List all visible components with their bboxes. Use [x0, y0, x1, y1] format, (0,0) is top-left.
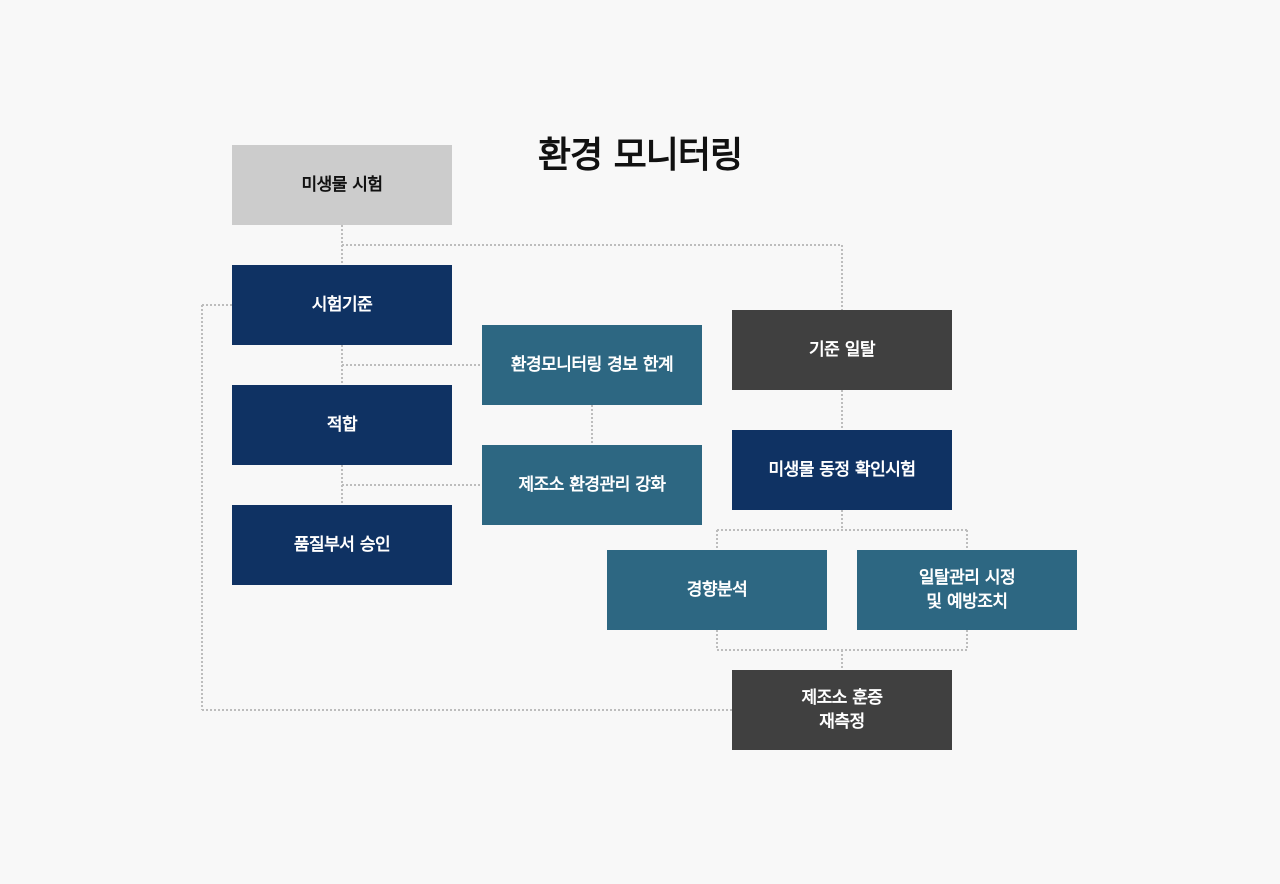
node-microbial-test: 미생물 시험 — [232, 145, 452, 225]
node-deviation: 기준 일탈 — [732, 310, 952, 390]
node-alert-limit: 환경모니터링 경보 한계 — [482, 325, 702, 405]
node-test-standard: 시험기준 — [232, 265, 452, 345]
node-trend-analysis: 경향분석 — [607, 550, 827, 630]
node-conforming: 적합 — [232, 385, 452, 465]
node-identification: 미생물 동정 확인시험 — [732, 430, 952, 510]
node-qa-approval: 품질부서 승인 — [232, 505, 452, 585]
node-corrective-action: 일탈관리 시정 및 예방조치 — [857, 550, 1077, 630]
node-env-control: 제조소 환경관리 강화 — [482, 445, 702, 525]
node-fumigation-retest: 제조소 훈증 재측정 — [732, 670, 952, 750]
diagram-title: 환경 모니터링 — [537, 135, 743, 176]
